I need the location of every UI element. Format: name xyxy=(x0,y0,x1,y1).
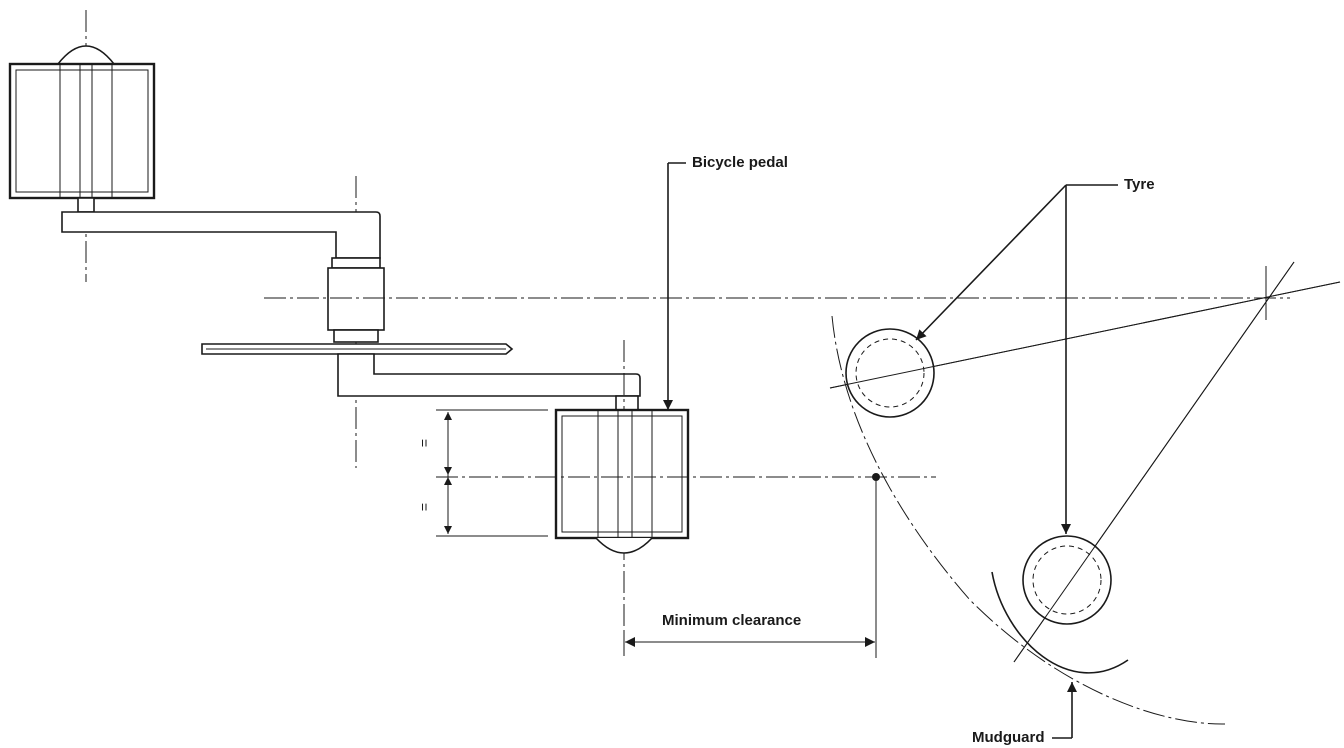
mudguard-arc xyxy=(991,571,1129,674)
tyre-label: Tyre xyxy=(1124,176,1155,193)
lower-pedal-cap xyxy=(595,537,653,554)
clearance-point xyxy=(872,473,880,481)
minimum-clearance-dimension xyxy=(623,473,880,658)
upper-pedal-body xyxy=(8,62,156,200)
upper-pedal xyxy=(8,10,156,282)
bottom-bracket xyxy=(327,267,385,331)
lower-pedal-body xyxy=(554,408,690,540)
upper-crank-arm xyxy=(61,211,381,259)
upper-tyre xyxy=(829,281,1341,418)
upper-pedal-cap xyxy=(57,45,115,65)
lower-crank-arm xyxy=(337,353,641,397)
upper-pedal-spindle xyxy=(77,197,95,213)
minimum-clearance-label: Minimum clearance xyxy=(662,612,802,629)
pedal-height-dimension xyxy=(436,409,548,537)
tyre-swing-arc xyxy=(831,315,1226,725)
equal-mark-upper: = xyxy=(416,438,433,448)
lower-pedal-spindle xyxy=(615,395,639,411)
lower-pedal xyxy=(554,340,690,650)
mudguard-label: Mudguard xyxy=(972,729,1045,746)
tyre-leader xyxy=(915,184,1118,534)
mudguard-leader xyxy=(1052,682,1077,739)
lower-tyre xyxy=(1013,261,1295,663)
equal-mark-lower: = xyxy=(416,502,433,512)
crank-assembly xyxy=(61,176,641,468)
bicycle-pedal-label: Bicycle pedal xyxy=(692,154,788,171)
bicycle-pedal-leader xyxy=(663,162,686,410)
